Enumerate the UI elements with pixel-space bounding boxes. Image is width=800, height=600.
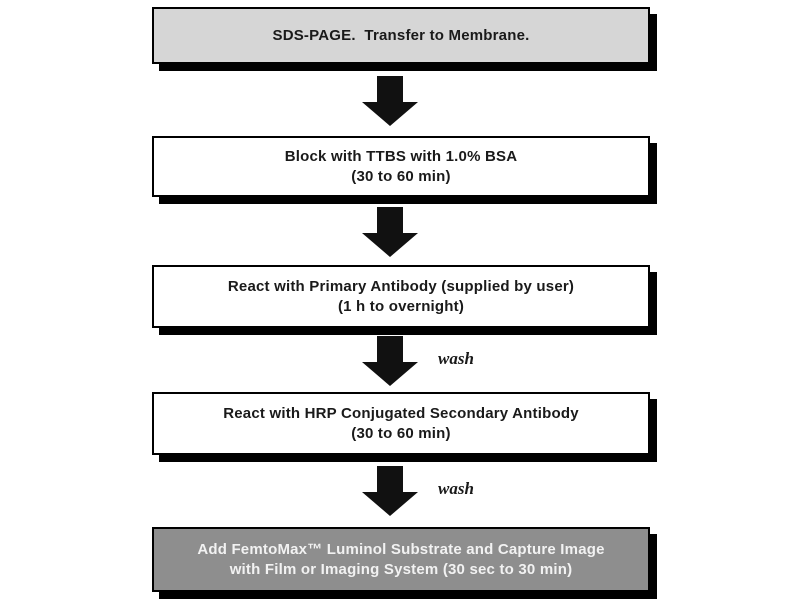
step-box-substrate-capture-image: Add FemtoMax™ Luminol Substrate and Capt… <box>152 527 650 592</box>
down-arrow-icon <box>362 466 418 516</box>
step-duration-line: (1 h to overnight) <box>337 297 465 315</box>
flow-connector <box>362 207 418 257</box>
flow-connector-wash <box>362 466 418 516</box>
step-box-block-ttbs-bsa: Block with TTBS with 1.0% BSA (30 to 60 … <box>152 136 650 197</box>
flow-connector <box>362 76 418 126</box>
step-text-line: SDS-PAGE. Transfer to Membrane. <box>272 26 530 44</box>
step-box-sds-page-transfer: SDS-PAGE. Transfer to Membrane. <box>152 7 650 64</box>
step-duration-line: (30 to 60 min) <box>351 424 451 442</box>
step-duration-line: (30 to 60 min) <box>351 167 451 185</box>
step-text-line: React with Primary Antibody (supplied by… <box>227 277 575 295</box>
step-box-secondary-antibody: React with HRP Conjugated Secondary Anti… <box>152 392 650 455</box>
step-text-line: Add FemtoMax™ Luminol Substrate and Capt… <box>197 540 605 558</box>
wash-annotation: wash <box>438 479 474 498</box>
down-arrow-icon <box>362 76 418 126</box>
step-box-primary-antibody: React with Primary Antibody (supplied by… <box>152 265 650 328</box>
down-arrow-icon <box>362 336 418 386</box>
step-text-line: React with HRP Conjugated Secondary Anti… <box>223 404 579 422</box>
wash-annotation: wash <box>438 349 474 368</box>
flow-connector-wash <box>362 336 418 386</box>
down-arrow-icon <box>362 207 418 257</box>
step-text-line: with Film or Imaging System (30 sec to 3… <box>229 560 573 578</box>
step-text-line: Block with TTBS with 1.0% BSA <box>284 147 518 165</box>
